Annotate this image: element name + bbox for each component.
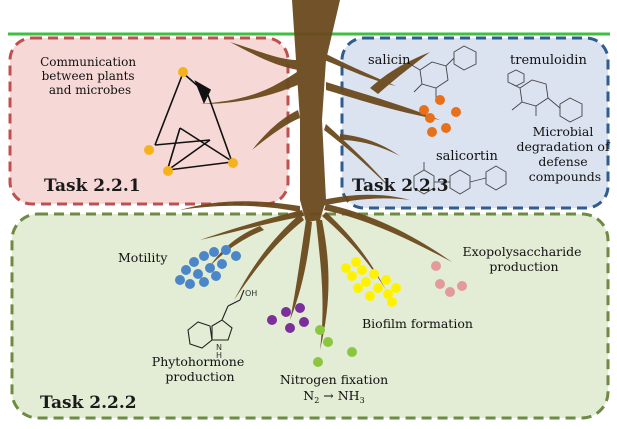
nitrogen-arrow: → NH [319, 388, 359, 403]
nitrogen-equation: N2 → NH3 [303, 388, 364, 405]
compound-tremuloidin: tremuloidin [510, 53, 587, 68]
compound-salicin: salicin [368, 53, 411, 68]
degradation-dots [419, 95, 461, 137]
signal-dots [144, 67, 238, 176]
biofilm-dot [357, 265, 367, 275]
task-2-2-3-label: Task 2.2.3 [352, 176, 449, 196]
eps-dot [445, 287, 455, 297]
motility-dot [181, 265, 191, 275]
biofilm-dot [351, 257, 361, 267]
tremuloidin-structure-icon [507, 69, 583, 123]
motility-label: Motility [118, 250, 168, 265]
exopolysaccharide-caption-line1: Exopolysaccharide [462, 244, 581, 259]
motility-dot [199, 277, 209, 287]
phytohormone-h-label: H [216, 351, 222, 360]
biofilm-dots [341, 257, 401, 307]
nitrogen-dot [347, 347, 357, 357]
phytohormone-dot [299, 317, 309, 327]
biofilm-dot [361, 277, 371, 287]
biofilm-dot [369, 269, 379, 279]
degradation-caption-line2: degradation of [517, 139, 611, 154]
root-system [180, 0, 452, 350]
motility-dot [175, 275, 185, 285]
motility-dot [211, 271, 221, 281]
motility-dot [205, 263, 215, 273]
nitrogen-dot [323, 337, 333, 347]
degradation-dot [427, 127, 437, 137]
biofilm-dot [391, 283, 401, 293]
motility-dot [231, 251, 241, 261]
biofilm-dot [365, 291, 375, 301]
phytohormone-dot [281, 307, 291, 317]
task-2-2-1-label: Task 2.2.1 [44, 176, 141, 196]
motility-dot [189, 257, 199, 267]
degradation-caption-line3: defense [538, 154, 587, 169]
biofilm-dot [383, 289, 393, 299]
salicortin-structure-icon [413, 162, 507, 195]
biofilm-dot [381, 275, 391, 285]
compound-salicortin: salicortin [436, 149, 498, 164]
degradation-dot [435, 95, 445, 105]
nitrogen-n2: N [303, 388, 314, 403]
motility-dots [175, 245, 241, 289]
biofilm-label: Biofilm formation [362, 316, 473, 331]
salicin-structure-icon [409, 45, 477, 98]
degradation-caption-line4: compounds [529, 169, 601, 184]
phytohormone-caption-line2: production [165, 369, 234, 384]
communication-caption: Communication between plants and microbe… [40, 55, 140, 97]
motility-dot [193, 269, 203, 279]
eps-dot [457, 281, 467, 291]
motility-dot [185, 279, 195, 289]
degradation-dot [419, 105, 429, 115]
nitrogen-nh3-subscript: 3 [360, 396, 365, 405]
degradation-dot [441, 123, 451, 133]
phytohormone-caption-line1: Phytohormone [152, 354, 244, 369]
phytohormone-oh-label: OH [245, 289, 257, 298]
task-2-2-3-box [340, 36, 610, 210]
communication-caption-line3: and microbes [49, 83, 131, 97]
exopolysaccharide-dots [431, 261, 467, 297]
degradation-dot [425, 113, 435, 123]
nitrogen-caption: Nitrogen fixation [280, 372, 388, 387]
task-2-2-2-label: Task 2.2.2 [40, 393, 137, 413]
biofilm-dot [353, 283, 363, 293]
phytohormone-dot [285, 323, 295, 333]
communication-caption-line1: Communication [40, 55, 136, 69]
phytohormone-dot [267, 315, 277, 325]
eps-dot [435, 279, 445, 289]
signal-dot [178, 67, 188, 77]
signal-dot [228, 158, 238, 168]
communication-network [154, 72, 233, 171]
nitrogen-dots [313, 325, 357, 367]
signal-dot [163, 166, 173, 176]
biofilm-dot [387, 297, 397, 307]
communication-caption-line2: between plants [42, 69, 135, 83]
biofilm-dot [347, 271, 357, 281]
degradation-caption: Microbial degradation of defense compoun… [517, 124, 614, 184]
motility-dot [199, 251, 209, 261]
motility-dot [217, 259, 227, 269]
phytohormone-dots [267, 303, 309, 333]
biofilm-dot [341, 263, 351, 273]
nitrogen-dot [313, 357, 323, 367]
motility-dot [221, 245, 231, 255]
phytohormone-structure-icon [187, 289, 245, 349]
eps-dot [431, 261, 441, 271]
nitrogen-n2-subscript: 2 [314, 396, 319, 405]
degradation-dot [451, 107, 461, 117]
phytohormone-dot [295, 303, 305, 313]
degradation-caption-line1: Microbial [533, 124, 594, 139]
signal-dot [144, 145, 154, 155]
exopolysaccharide-caption: Exopolysaccharide production [462, 244, 585, 274]
motility-dot [209, 247, 219, 257]
phytohormone-caption: Phytohormone production [152, 354, 248, 384]
biofilm-dot [373, 283, 383, 293]
nitrogen-dot [315, 325, 325, 335]
phytohormone-n-label: N [216, 343, 222, 352]
exopolysaccharide-caption-line2: production [489, 259, 558, 274]
